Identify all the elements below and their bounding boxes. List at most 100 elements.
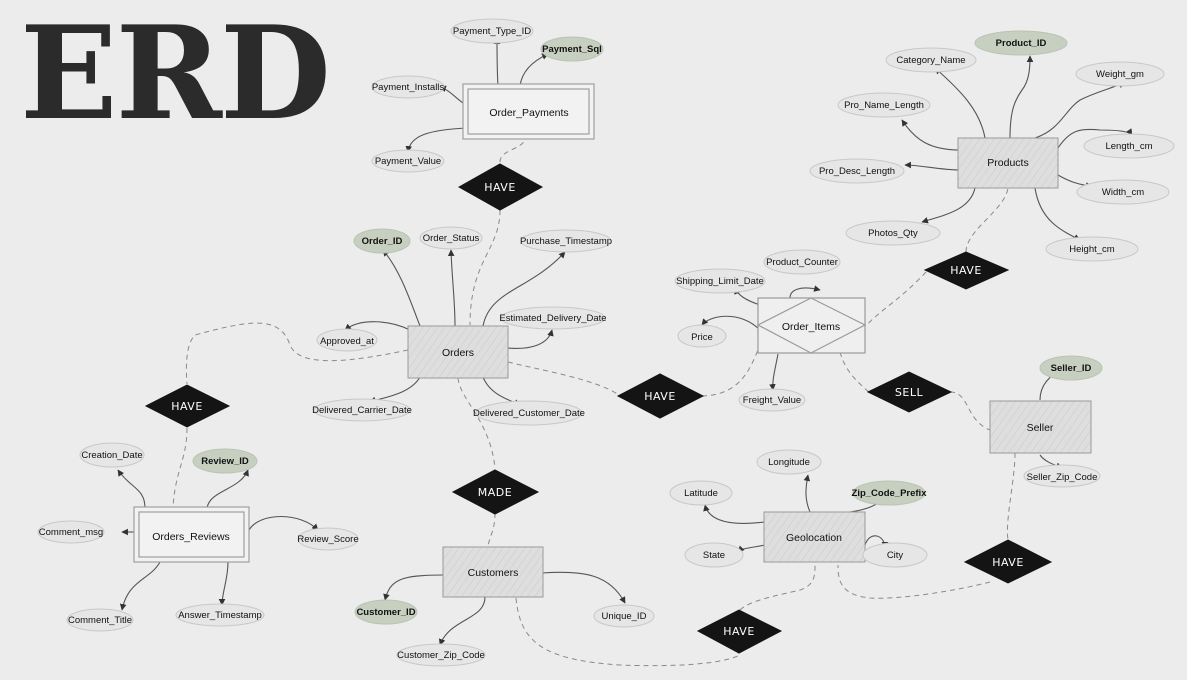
svg-text:City: City [887, 550, 904, 561]
svg-text:Order_ID: Order_ID [362, 236, 403, 247]
attr-customer-id: Customer_ID [354, 599, 418, 625]
attr-customer-zip-code: Customer_Zip_Code [396, 643, 486, 667]
svg-text:Product_Counter: Product_Counter [766, 257, 838, 268]
attr-length-cm: Length_cm [1083, 133, 1175, 159]
svg-text:Delivered_Carrier_Date: Delivered_Carrier_Date [312, 405, 412, 416]
svg-text:Review_ID: Review_ID [201, 456, 249, 467]
svg-text:Order_Status: Order_Status [423, 233, 480, 244]
svg-text:Payment_Sql: Payment_Sql [542, 44, 602, 55]
attr-answer-timestamp: Answer_Timestamp [175, 603, 265, 627]
svg-text:Shipping_Limit_Date: Shipping_Limit_Date [676, 276, 764, 287]
attr-comment-msg: Comment_msg [37, 520, 105, 544]
entity-orders-reviews-label: Orders_Reviews [152, 531, 230, 543]
entity-order-items-label: Order_Items [782, 321, 840, 333]
entity-seller[interactable]: Seller [989, 400, 1092, 454]
svg-text:Longitude: Longitude [768, 457, 810, 468]
relationship-links [172, 139, 1016, 667]
attr-shipping-limit-date: Shipping_Limit_Date [674, 268, 766, 294]
svg-text:Estimated_Delivery_Date: Estimated_Delivery_Date [499, 313, 606, 324]
entity-orders-reviews[interactable]: Orders_Reviews [133, 506, 250, 563]
attr-comment-title: Comment_Title [66, 608, 134, 632]
svg-text:Zip_Code_Prefix: Zip_Code_Prefix [852, 488, 928, 499]
svg-text:Product_ID: Product_ID [996, 38, 1047, 49]
entity-geolocation[interactable]: Geolocation [763, 511, 866, 563]
relationship-have-geo-seller[interactable]: HAVE [963, 539, 1053, 584]
attr-payment-type-id: Payment_Type_ID [450, 18, 534, 44]
svg-text:Customer_ID: Customer_ID [356, 607, 415, 618]
entity-orders[interactable]: Orders [407, 325, 509, 379]
entity-products-label: Products [987, 157, 1028, 169]
attributes: Payment_Type_ID Payment_Sql Payment_Inst… [37, 18, 1175, 667]
attr-creation-date: Creation_Date [79, 442, 145, 468]
relationship-have-products-label: HAVE [950, 264, 982, 277]
relationship-have-geo-customers-label: HAVE [723, 625, 755, 638]
entity-geolocation-label: Geolocation [786, 532, 842, 544]
svg-text:Payment_Value: Payment_Value [375, 156, 441, 167]
attr-freight-value: Freight_Value [738, 388, 806, 412]
attr-product-counter: Product_Counter [763, 249, 841, 275]
svg-text:Answer_Timestamp: Answer_Timestamp [178, 610, 262, 621]
svg-text:Seller_ID: Seller_ID [1051, 363, 1092, 374]
relationship-have-geo-customers[interactable]: HAVE [696, 609, 783, 654]
attr-delivered-customer-date: Delivered_Customer_Date [473, 400, 585, 426]
attr-purchase-timestamp: Purchase_Timestamp [520, 229, 612, 253]
entity-order-items[interactable]: Order_Items [756, 297, 867, 354]
svg-text:Comment_Title: Comment_Title [68, 615, 132, 626]
svg-text:Approved_at: Approved_at [320, 336, 374, 347]
relationship-have-reviews[interactable]: HAVE [144, 384, 231, 428]
attr-latitude: Latitude [669, 480, 733, 506]
attr-seller-id: Seller_ID [1039, 355, 1103, 381]
attr-photos-qty: Photos_Qty [845, 220, 941, 246]
attr-weight-gm: Weight_gm [1075, 61, 1165, 87]
attr-price: Price [677, 324, 727, 348]
entity-orders-label: Orders [442, 347, 474, 359]
attr-pro-name-length: Pro_Name_Length [837, 92, 931, 118]
relationship-have-payments-label: HAVE [484, 181, 516, 194]
relationship-have-products[interactable]: HAVE [923, 251, 1010, 290]
svg-text:Latitude: Latitude [684, 488, 718, 499]
relationship-have-geo-seller-label: HAVE [992, 556, 1024, 569]
attr-approved-at: Approved_at [316, 328, 378, 352]
svg-text:Payment_Installs: Payment_Installs [372, 82, 445, 93]
attr-estimated-delivery-date: Estimated_Delivery_Date [499, 306, 607, 330]
entity-seller-label: Seller [1027, 422, 1054, 434]
attr-city: City [862, 542, 928, 568]
svg-text:Length_cm: Length_cm [1105, 141, 1152, 152]
svg-text:Seller_Zip_Code: Seller_Zip_Code [1027, 472, 1098, 483]
entity-products[interactable]: Products [957, 137, 1059, 189]
attr-product-id: Product_ID [974, 30, 1068, 56]
svg-text:Pro_Desc_Length: Pro_Desc_Length [819, 166, 895, 177]
attr-seller-zip-code: Seller_Zip_Code [1023, 464, 1101, 488]
attr-order-status: Order_Status [419, 226, 483, 250]
svg-text:Category_Name: Category_Name [896, 55, 965, 66]
svg-text:Unique_ID: Unique_ID [602, 611, 647, 622]
svg-text:Comment_msg: Comment_msg [39, 527, 103, 538]
attr-state: State [684, 542, 744, 568]
relationship-have-payments[interactable]: HAVE [457, 163, 544, 211]
attr-order-id: Order_ID [353, 228, 411, 254]
svg-text:Price: Price [691, 332, 713, 343]
attr-longitude: Longitude [756, 449, 822, 475]
attr-review-score: Review_Score [297, 527, 359, 551]
attr-category-name: Category_Name [885, 47, 977, 73]
attr-delivered-carrier-date: Delivered_Carrier_Date [312, 398, 412, 422]
svg-text:Purchase_Timestamp: Purchase_Timestamp [520, 236, 612, 247]
entity-order-payments-label: Order_Payments [489, 107, 568, 119]
relationship-sell[interactable]: SELL [866, 371, 953, 413]
attr-width-cm: Width_cm [1076, 179, 1170, 205]
relationship-made[interactable]: MADE [451, 469, 540, 515]
svg-text:Width_cm: Width_cm [1102, 187, 1144, 198]
erd-title: ERD [20, 0, 331, 149]
relationship-sell-label: SELL [895, 386, 924, 399]
entity-order-payments[interactable]: Order_Payments [462, 83, 595, 140]
relationship-made-label: MADE [478, 486, 512, 499]
svg-text:Height_cm: Height_cm [1069, 244, 1114, 255]
entity-customers[interactable]: Customers [442, 546, 544, 598]
attr-review-id: Review_ID [192, 448, 258, 474]
entity-customers-label: Customers [468, 567, 519, 579]
svg-text:Customer_Zip_Code: Customer_Zip_Code [397, 650, 485, 661]
attr-pro-desc-length: Pro_Desc_Length [809, 158, 905, 184]
svg-text:Pro_Name_Length: Pro_Name_Length [844, 100, 924, 111]
relationship-have-items[interactable]: HAVE [616, 373, 705, 419]
